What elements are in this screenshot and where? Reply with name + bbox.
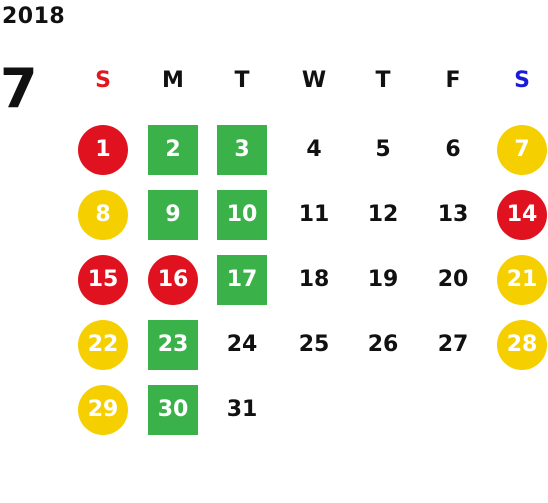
day-cell-9[interactable]: 9 (148, 190, 198, 240)
day-cell-28[interactable]: 28 (497, 320, 547, 370)
day-cell-2[interactable]: 2 (148, 125, 198, 175)
day-cell-27[interactable]: 27 (437, 332, 469, 357)
day-cell-7[interactable]: 7 (497, 125, 547, 175)
day-cell-24[interactable]: 24 (226, 332, 258, 357)
day-cell-16[interactable]: 16 (148, 255, 198, 305)
day-cell-11[interactable]: 11 (298, 202, 330, 227)
day-cell-31[interactable]: 31 (226, 397, 258, 422)
weekday-header-6: S (514, 68, 530, 93)
weekday-header-4: T (375, 68, 391, 93)
day-cell-8[interactable]: 8 (78, 190, 128, 240)
day-cell-18[interactable]: 18 (298, 267, 330, 292)
day-cell-6[interactable]: 6 (445, 137, 461, 162)
weekday-header-1: M (162, 68, 184, 93)
day-cell-4[interactable]: 4 (306, 137, 322, 162)
day-cell-17[interactable]: 17 (217, 255, 267, 305)
day-cell-15[interactable]: 15 (78, 255, 128, 305)
weekday-header-2: T (234, 68, 250, 93)
weekday-header-5: F (445, 68, 461, 93)
day-cell-1[interactable]: 1 (78, 125, 128, 175)
day-cell-3[interactable]: 3 (217, 125, 267, 175)
day-cell-5[interactable]: 5 (375, 137, 391, 162)
day-cell-13[interactable]: 13 (437, 202, 469, 227)
day-cell-14[interactable]: 14 (497, 190, 547, 240)
weekday-header-3: W (301, 68, 327, 93)
year-label: 2018 (2, 4, 66, 29)
month-number: 7 (0, 57, 38, 120)
day-cell-22[interactable]: 22 (78, 320, 128, 370)
day-cell-25[interactable]: 25 (298, 332, 330, 357)
day-cell-20[interactable]: 20 (437, 267, 469, 292)
day-cell-30[interactable]: 30 (148, 385, 198, 435)
day-cell-19[interactable]: 19 (367, 267, 399, 292)
day-cell-12[interactable]: 12 (367, 202, 399, 227)
day-cell-21[interactable]: 21 (497, 255, 547, 305)
day-cell-26[interactable]: 26 (367, 332, 399, 357)
day-cell-29[interactable]: 29 (78, 385, 128, 435)
weekday-header-0: S (95, 68, 111, 93)
day-cell-10[interactable]: 10 (217, 190, 267, 240)
day-cell-23[interactable]: 23 (148, 320, 198, 370)
